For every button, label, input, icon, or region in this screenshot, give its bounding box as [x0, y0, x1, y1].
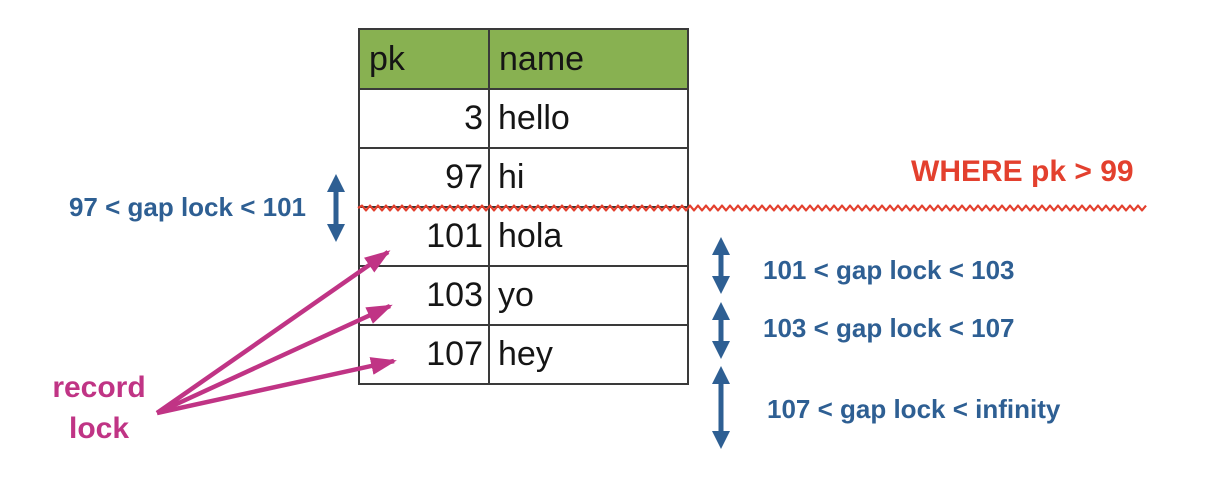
gap-lock-label-101-103: 101 < gap lock < 103 [763, 255, 1015, 285]
pk-cell: 97 [358, 147, 490, 208]
table-row: 3 hello [358, 88, 689, 149]
name-cell: hello [488, 88, 689, 149]
pk-cell: 3 [358, 88, 490, 149]
db-table: pk name 3 hello 97 hi 101 hola 103 yo 10 [358, 28, 689, 385]
pk-cell: 107 [358, 324, 490, 385]
gap-lock-arrow-left [327, 174, 345, 242]
gap-lock-label-103-107: 103 < gap lock < 107 [763, 313, 1015, 343]
gap-lock-label-107-inf: 107 < gap lock < infinity [767, 394, 1061, 424]
record-lock-label: record lock [38, 367, 160, 449]
table-header-row: pk name [358, 28, 689, 90]
record-lock-arrow-103 [156, 303, 393, 416]
col-header-pk: pk [358, 28, 490, 90]
gap-lock-arrow-107-infinity [712, 366, 730, 449]
record-lock-arrow-101 [155, 250, 391, 415]
where-clause-label: WHERE pk > 99 [911, 155, 1134, 188]
record-lock-label-line1: record [52, 371, 146, 404]
name-cell: hola [488, 206, 689, 267]
pk-cell: 101 [358, 206, 490, 267]
col-header-name: name [488, 28, 689, 90]
gap-lock-label-left: 97 < gap lock < 101 [68, 192, 306, 222]
name-cell: yo [488, 265, 689, 326]
table-row: 103 yo [358, 265, 689, 326]
table-row: 101 hola [358, 206, 689, 267]
table-row: 97 hi [358, 147, 689, 208]
table-row: 107 hey [358, 324, 689, 385]
gap-lock-arrow-101-103 [712, 237, 730, 294]
gap-lock-arrow-103-107 [712, 302, 730, 359]
record-lock-label-line2: lock [68, 412, 130, 445]
pk-cell: 103 [358, 265, 490, 326]
name-cell: hi [488, 147, 689, 208]
name-cell: hey [488, 324, 689, 385]
